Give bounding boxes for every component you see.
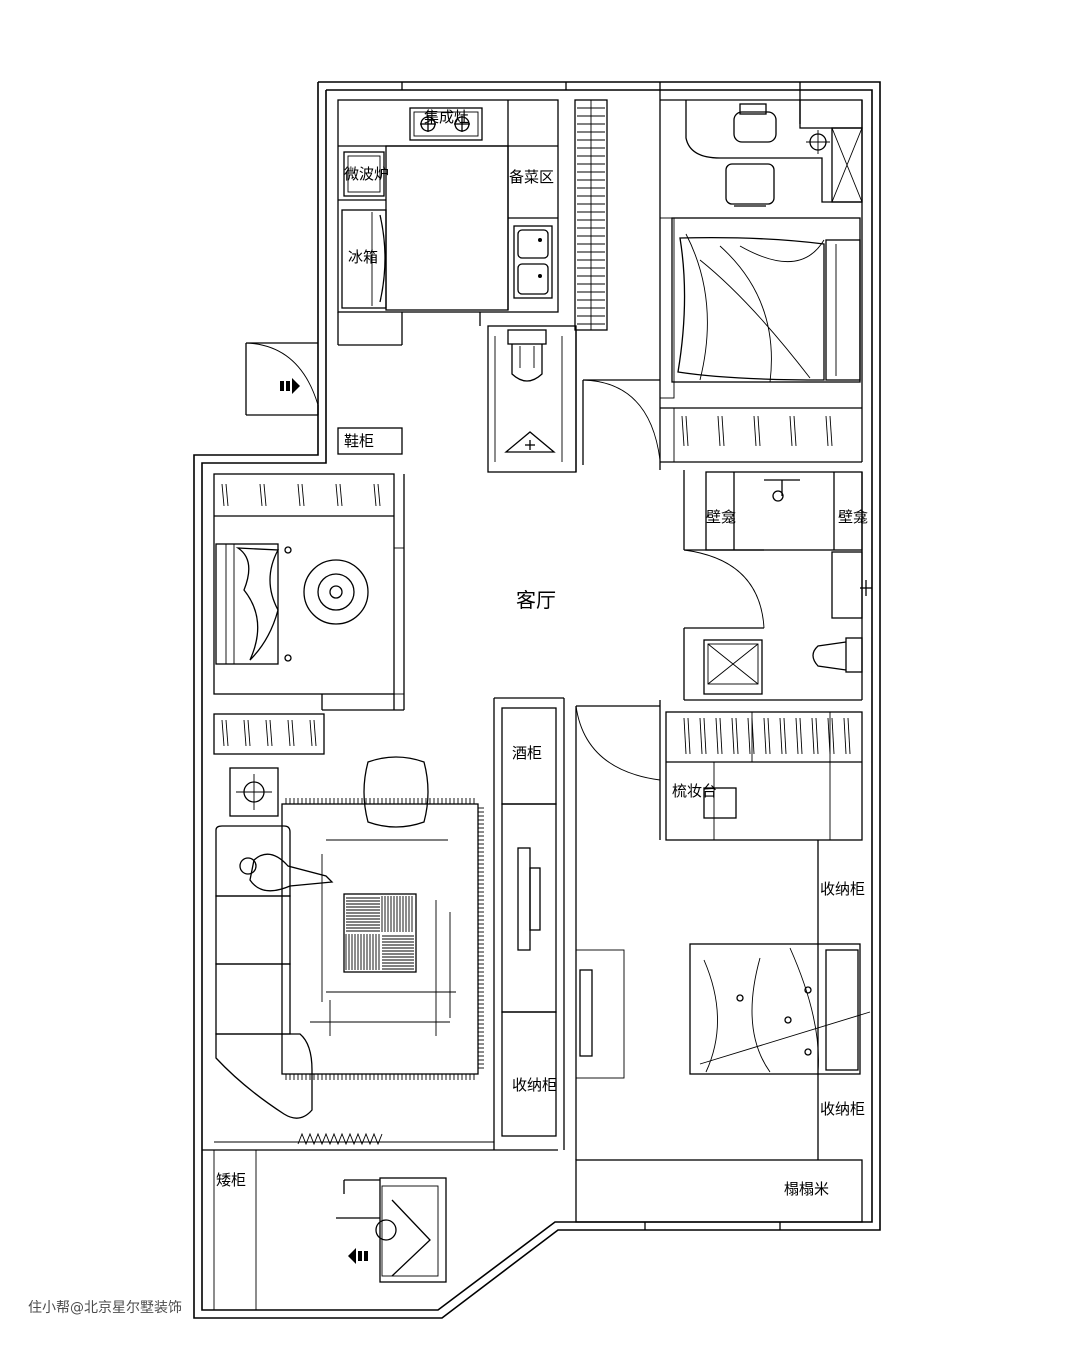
sofa-icon [215, 825, 334, 1119]
person-icon [239, 853, 334, 892]
label-fridge: 冰箱 [348, 248, 378, 266]
label-shoe-cabinet: 鞋柜 [344, 432, 374, 450]
watermark: 住小帮@北京星尔墅装饰 [28, 1300, 182, 1316]
toilet-icon [507, 329, 547, 382]
bathroom-sink-icon [831, 551, 872, 619]
label-living-room: 客厅 [516, 588, 556, 612]
double-bed-icon [659, 217, 861, 399]
entrance-door [245, 342, 319, 416]
exercise-machine-icon [336, 1177, 447, 1283]
coffee-table-icon [310, 839, 456, 1036]
armchair-icon [733, 103, 777, 143]
entrance-arrow-icon [280, 378, 300, 394]
shoe-cabinet: 鞋柜 [337, 427, 403, 455]
doors [575, 379, 765, 1160]
label-niche-right: 壁龛 [838, 508, 868, 526]
label-tatami: 榻榻米 [784, 1180, 829, 1198]
rug-icon [281, 798, 484, 1080]
ottoman-icon [363, 756, 429, 828]
stove-icon [409, 107, 483, 141]
desk-area [685, 99, 863, 203]
side-table-icon [229, 767, 279, 817]
tv-icon [575, 949, 625, 1079]
label-microwave: 微波炉 [344, 165, 389, 183]
label-prep-area: 备菜区 [509, 168, 554, 186]
outer-walls [193, 81, 881, 1319]
main-bathroom: 壁龛 壁龛 [684, 471, 872, 701]
label-storage-1: 收纳柜 [512, 1076, 557, 1094]
microwave-icon [343, 151, 385, 197]
second-bedroom: 梳妆台 收纳柜 收纳柜 榻榻米 [575, 711, 871, 1223]
master-bedroom [659, 99, 863, 463]
label-niche-left: 壁龛 [706, 508, 736, 526]
fridge-icon [341, 209, 387, 309]
label-dresser: 梳妆台 [672, 782, 717, 800]
label-storage-2: 收纳柜 [820, 880, 865, 898]
label-storage-3: 收纳柜 [820, 1100, 865, 1118]
storage-cabinet-living: 收纳柜 [501, 1011, 557, 1137]
bed-icon [215, 543, 292, 665]
tv-icon [517, 847, 541, 951]
shower-icon [764, 479, 800, 502]
kitchen-sink-icon [513, 225, 553, 299]
wine-cabinet: 酒柜 [501, 707, 557, 805]
balcony: 矮柜 [202, 1149, 558, 1311]
small-bathroom [487, 325, 584, 473]
exit-arrow-icon [348, 1248, 368, 1264]
left-bedroom [213, 473, 405, 711]
tv-cabinet [501, 803, 557, 1013]
bed-icon [689, 943, 871, 1075]
dresser-stool-icon [703, 787, 737, 819]
kitchen: 集成灶 微波炉 备菜区 冰箱 [337, 99, 559, 346]
label-wine-cabinet: 酒柜 [512, 744, 542, 762]
living-room: 酒柜 收纳柜 客厅 [213, 588, 565, 1150]
shelf-stripes [574, 99, 608, 331]
basin-icon [504, 431, 556, 453]
toilet-icon [812, 637, 863, 673]
round-rug-icon [303, 559, 369, 625]
desk-chair-icon [725, 163, 775, 207]
shower-tray-icon [703, 639, 763, 695]
label-low-cabinet: 矮柜 [216, 1171, 246, 1189]
label-integrated-stove: 集成灶 [424, 108, 469, 126]
